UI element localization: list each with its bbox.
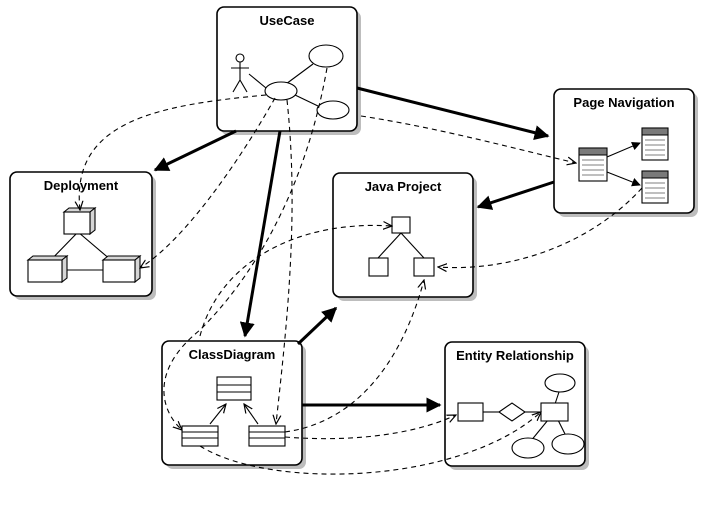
page-icon [641,170,669,204]
java-project-title: Java Project [365,179,442,194]
trace-usecase-to-server [79,94,267,210]
usecase-node[interactable]: UseCase [216,6,361,135]
server-node-icon [62,206,97,236]
use-case-ellipse-icon [316,100,350,120]
server-node-icon [26,254,69,284]
relationship-diamond-icon [498,402,526,422]
edge-usecase-to-page-navigation [356,86,550,140]
entity-icon [540,402,569,422]
trace-class-to-package [284,280,424,433]
package-icon [391,216,411,234]
trace-page-to-package [438,187,643,268]
edge-usecase-to-class-diagram [239,130,282,338]
page-icon [641,127,669,161]
use-case-ellipse-icon [308,44,344,68]
class-icon [248,425,286,447]
entity-relationship-node[interactable]: Entity Relationship [444,341,589,470]
page-icon [578,147,608,182]
java-project-node[interactable]: Java Project [332,172,477,301]
package-icon [368,257,389,277]
edge-class-diagram-to-java-project [296,306,338,346]
trace-usecase-to-page [360,115,576,163]
trace-class-to-entity [284,415,456,440]
page-navigation-title: Page Navigation [573,95,674,110]
trace-usecase-to-class [276,99,293,424]
entity-icon [457,402,484,422]
entity-relationship-title: Entity Relationship [456,348,574,363]
deployment-title: Deployment [44,178,119,193]
usecase-title: UseCase [260,13,315,28]
attribute-ellipse-icon [511,437,545,459]
trace-class-to-package [199,225,392,337]
actor-icon [231,53,249,93]
dashed-connections [79,67,643,475]
class-diagram-title: ClassDiagram [189,347,276,362]
edge-usecase-to-deployment [153,129,237,172]
trace-usecase-to-server [140,97,276,268]
class-diagram-node[interactable]: ClassDiagram [161,340,306,469]
trace-usecase-to-class [163,67,328,430]
class-icon [216,376,252,401]
deployment-node[interactable]: Deployment [9,171,156,300]
package-icon [413,257,435,277]
attribute-ellipse-icon [551,433,585,455]
edge-page-navigation-to-java-project [476,180,555,210]
solid-connections [153,86,555,413]
trace-class-to-entity [199,412,541,475]
page-navigation-node[interactable]: Page Navigation [553,88,698,217]
use-case-ellipse-icon [264,81,298,101]
attribute-ellipse-icon [544,373,576,393]
class-icon [181,425,219,447]
server-node-icon [101,254,142,284]
